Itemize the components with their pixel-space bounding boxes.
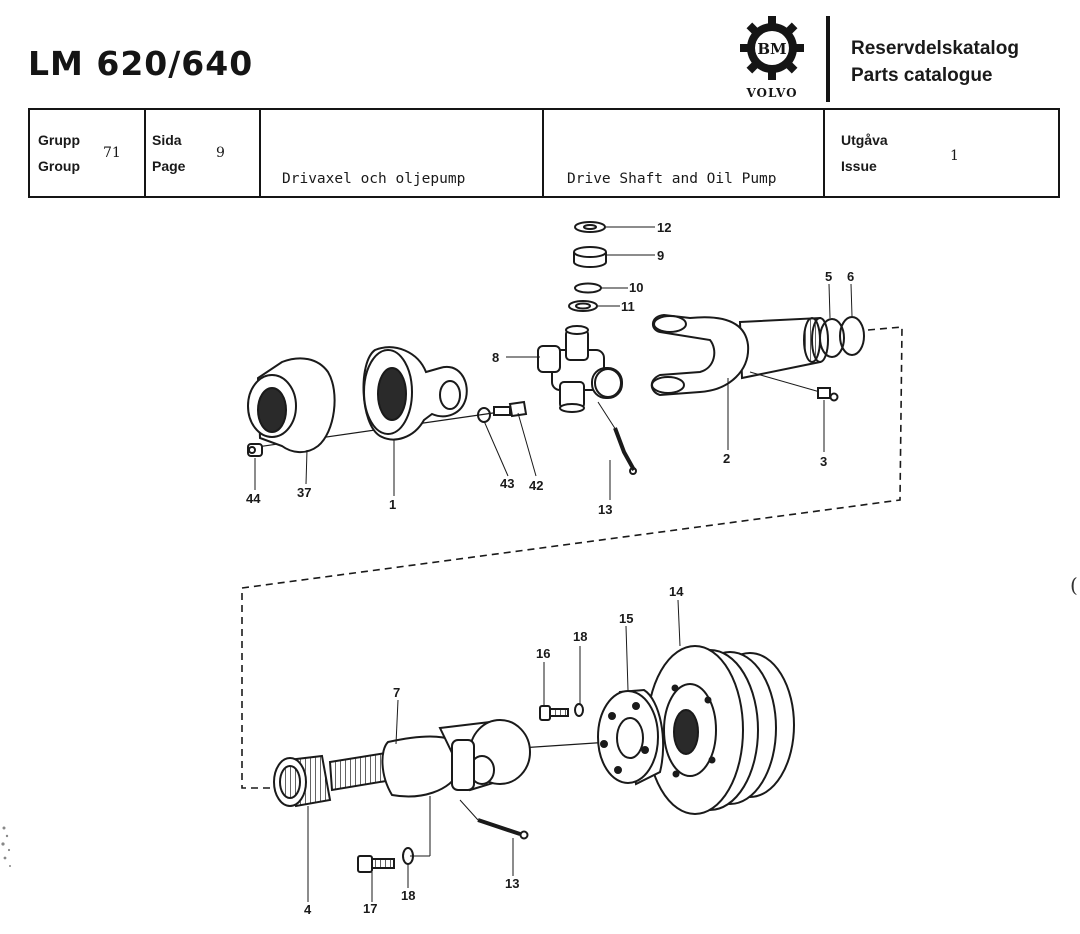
grease-nipple-13-upper — [597, 401, 637, 475]
callout-13-lower: 13 — [505, 876, 519, 891]
info-table: Grupp Group 71 Sida Page 9 Drivaxel och … — [28, 108, 1060, 198]
callout-13-upper: 13 — [598, 502, 612, 517]
description-sv: Drivaxel och oljepump — [282, 171, 466, 187]
callout-44: 44 — [246, 491, 261, 506]
seal-ring-10 — [574, 282, 602, 294]
callout-4: 4 — [304, 902, 312, 917]
bearing-cup-9 — [573, 246, 607, 268]
grease-nipple-3 — [749, 371, 839, 402]
callout-1: 1 — [389, 497, 396, 512]
callout-11: 11 — [621, 299, 635, 314]
washer-12 — [574, 221, 606, 233]
issue-cell: Utgåva Issue 1 — [823, 110, 1058, 196]
callout-37: 37 — [297, 485, 311, 500]
description-en-cell: Drive Shaft and Oil Pump — [542, 110, 825, 196]
callout-8: 8 — [492, 350, 499, 365]
seal-ring-11 — [568, 300, 598, 312]
bolt-42 — [493, 400, 528, 418]
propeller-shaft-yoke-2 — [650, 313, 829, 397]
group-label-sv: Grupp — [38, 132, 80, 148]
brand-name: VOLVO — [745, 86, 797, 100]
group-cell: Grupp Group 71 — [30, 110, 146, 196]
callout-10: 10 — [629, 280, 643, 295]
model-title: LM 620/640 — [28, 44, 254, 83]
issue-label-sv: Utgåva — [841, 132, 888, 148]
callout-42: 42 — [529, 478, 543, 493]
callout-16: 16 — [536, 646, 550, 661]
page-label-sv: Sida — [152, 132, 182, 148]
group-label-en: Group — [38, 158, 80, 174]
splined-sleeve-4 — [273, 754, 332, 808]
logo-letters: BM — [757, 40, 786, 58]
callout-43: 43 — [500, 476, 514, 491]
leader-lines — [254, 226, 853, 902]
o-ring-6 — [839, 316, 865, 356]
o-ring-5 — [819, 318, 845, 358]
callout-9: 9 — [657, 248, 664, 263]
issue-label-en: Issue — [841, 158, 877, 174]
description-sv-cell: Drivaxel och oljepump — [259, 110, 544, 196]
catalog-title-sv: Reservdelskatalog — [851, 38, 1019, 59]
issue-value: 1 — [950, 148, 959, 164]
scan-speckle — [1, 826, 11, 867]
centre-line-lower — [519, 741, 611, 749]
page-value: 9 — [216, 145, 225, 161]
description-en: Drive Shaft and Oil Pump — [567, 171, 777, 187]
callout-2: 2 — [723, 451, 730, 466]
callout-14: 14 — [669, 584, 684, 599]
callout-7: 7 — [393, 685, 400, 700]
v-belt-pulley-14 — [646, 645, 795, 815]
nut-44 — [247, 443, 263, 457]
callout-12: 12 — [657, 220, 671, 235]
callout-18-upper: 18 — [573, 629, 587, 644]
callout-3: 3 — [820, 454, 827, 469]
callout-6: 6 — [847, 269, 854, 284]
bolt-17 — [357, 855, 395, 873]
callout-18-lower: 18 — [401, 888, 415, 903]
exploded-view-drawing: 12 9 10 11 8 5 6 3 2 13 42 43 1 37 44 14… — [1, 220, 1078, 917]
callout-17: 17 — [363, 901, 377, 916]
volvo-bm-logo: BM VOLVO — [740, 16, 804, 100]
assembly-dashed-line — [241, 326, 903, 789]
grease-nipple-13-lower — [459, 799, 529, 840]
brand-divider — [826, 16, 830, 102]
flange-hub-37 — [247, 357, 336, 453]
hub-flange-15 — [597, 688, 665, 786]
callout-5: 5 — [825, 269, 832, 284]
drive-shaft-7 — [328, 719, 531, 798]
catalog-title-en: Parts catalogue — [851, 65, 993, 86]
callout-15: 15 — [619, 611, 633, 626]
page-label-en: Page — [152, 158, 186, 174]
bolt-16 — [539, 705, 569, 721]
page-cell: Sida Page 9 — [144, 110, 261, 196]
coupling-flange-1 — [362, 346, 468, 441]
universal-joint-cross-8 — [537, 325, 623, 413]
margin-mark: ( — [1070, 573, 1078, 597]
washer-18-upper — [574, 703, 584, 717]
group-value: 71 — [103, 145, 121, 161]
